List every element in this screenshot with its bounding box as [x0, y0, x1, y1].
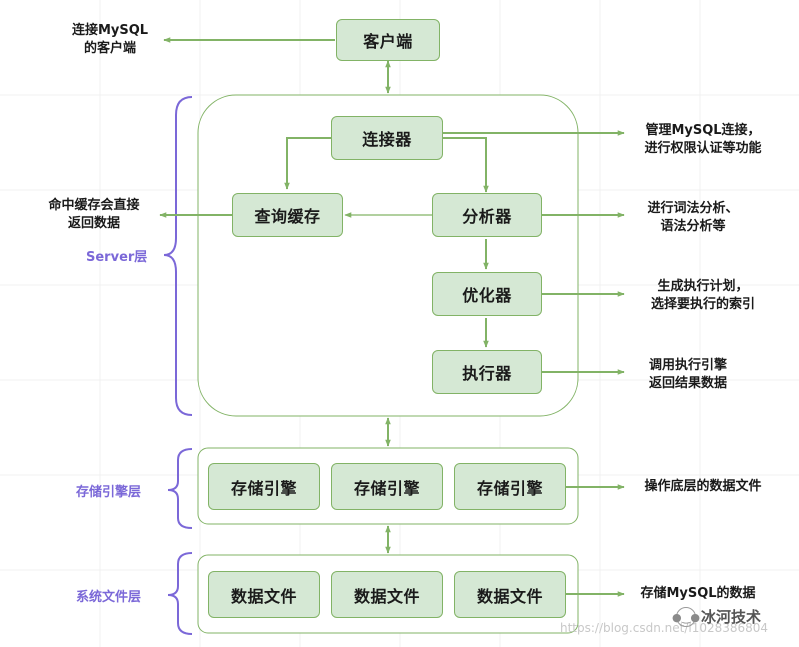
- analyzer-node: 分析器: [432, 193, 542, 237]
- server-layer-label: Server层: [86, 250, 148, 265]
- connector-node: 连接器: [331, 116, 443, 160]
- query-cache-node: 查询缓存: [232, 193, 343, 237]
- optimizer-note: 生成执行计划， 选择要执行的索引: [650, 279, 755, 312]
- files-layer-bracket: [167, 552, 193, 635]
- storage-engine-node: 存储引擎: [208, 463, 320, 510]
- storage-engine-node: 存储引擎: [454, 463, 566, 510]
- data-file-node: 数据文件: [454, 571, 566, 618]
- server-layer-bracket: [163, 96, 193, 416]
- cache-note: 命中缓存会直接 返回数据: [48, 198, 140, 231]
- wechat-icon: ●‿●: [672, 607, 700, 627]
- connector-cache-arrow: [284, 137, 331, 190]
- watermark-text: 冰河技术: [701, 608, 762, 626]
- executor-note: 调用执行引擎 返回结果数据: [648, 358, 727, 391]
- client-note: 连接MySQL 的客户端: [71, 23, 149, 56]
- connector-note: 管理MySQL连接， 进行权限认证等功能: [644, 123, 762, 156]
- files-layer-label: 系统文件层: [76, 590, 142, 605]
- data-file-node: 数据文件: [331, 571, 443, 618]
- data-file-node: 数据文件: [208, 571, 320, 618]
- connector-analyzer-arrow: [443, 137, 489, 193]
- engine-layer-bracket: [167, 448, 193, 529]
- storage-engine-node: 存储引擎: [331, 463, 443, 510]
- executor-node: 执行器: [432, 350, 542, 394]
- engine-note: 操作底层的数据文件: [644, 479, 762, 494]
- watermark-url: https://blog.csdn.net/l1028386804: [560, 621, 769, 635]
- client-node: 客户端: [336, 19, 440, 61]
- server-layer-container: [197, 94, 579, 417]
- files-note: 存储MySQL的数据: [640, 586, 756, 601]
- analyzer-note: 进行词法分析、 语法分析等: [647, 201, 739, 234]
- optimizer-node: 优化器: [432, 272, 542, 316]
- engine-layer-label: 存储引擎层: [76, 485, 142, 500]
